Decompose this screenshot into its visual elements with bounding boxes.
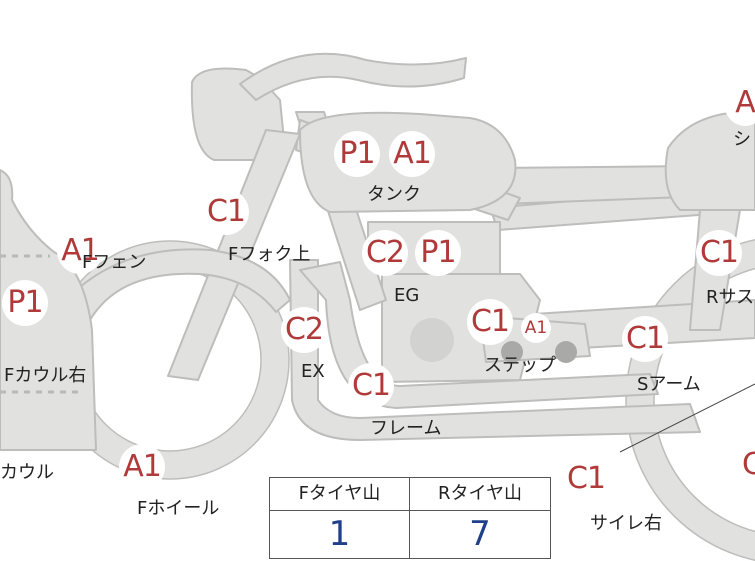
silencer-leader-line (619, 383, 755, 453)
table-divider (270, 510, 550, 511)
badge-fwheel: A1 (119, 444, 165, 490)
rear-cowl-shape (664, 111, 755, 211)
label-fwheel: Fホイール (137, 498, 220, 519)
badge-sarm: C1 (622, 316, 668, 362)
badge-shino: A (724, 80, 755, 126)
handlebar-shape (239, 52, 467, 101)
badge-eg-p1: P1 (415, 230, 461, 276)
label-shino: シ (733, 129, 751, 150)
label-fcowl-right: Fカウル右 (4, 365, 87, 386)
header-front-tire: Fタイヤ山 (298, 483, 381, 504)
badge-step-c1: C1 (467, 299, 513, 345)
badge-frame: C1 (348, 363, 394, 409)
badge-tank-p1: P1 (334, 131, 380, 177)
lower-frame-shape (289, 259, 701, 441)
badge-ffender: A1 (57, 228, 103, 274)
value-front-tire: 1 (328, 514, 351, 554)
badge-eg-c2: C2 (362, 230, 408, 276)
badge-saire: C1 (563, 456, 609, 502)
label-tank: タンク (367, 184, 421, 205)
label-saire: サイレ右 (590, 513, 662, 534)
badge-rwheel: C (732, 442, 755, 488)
value-rear-tire: 7 (469, 514, 491, 554)
front-cowl-shape (0, 169, 97, 451)
rear-wheel-shape (626, 239, 755, 561)
label-frame: フレーム (370, 418, 442, 439)
table-divider (409, 478, 410, 558)
badge-fcowl-p1: P1 (2, 280, 48, 326)
label-ex: EX (301, 361, 325, 382)
label-fcowl: カウル (0, 462, 54, 483)
front-fender-shape (65, 248, 291, 321)
exhaust-shape (299, 261, 659, 409)
badge-ffork: C1 (203, 189, 249, 235)
label-step: ステップ (484, 355, 556, 376)
label-sarm: Sアーム (637, 374, 701, 395)
label-ffender: Fフェン (82, 252, 147, 273)
badge-step-a1: A1 (521, 313, 551, 343)
badge-tank-a1: A1 (389, 131, 435, 177)
badge-ex: C2 (281, 307, 327, 353)
label-rsus: Rサス (706, 287, 755, 308)
badge-rsus: C1 (696, 230, 742, 276)
header-rear-tire: Rタイヤ山 (438, 483, 522, 504)
tire-tread-table: Fタイヤ山 Rタイヤ山 1 7 (269, 477, 551, 559)
label-eg: EG (394, 285, 420, 306)
label-ffork: Fフォク上 (228, 244, 311, 265)
